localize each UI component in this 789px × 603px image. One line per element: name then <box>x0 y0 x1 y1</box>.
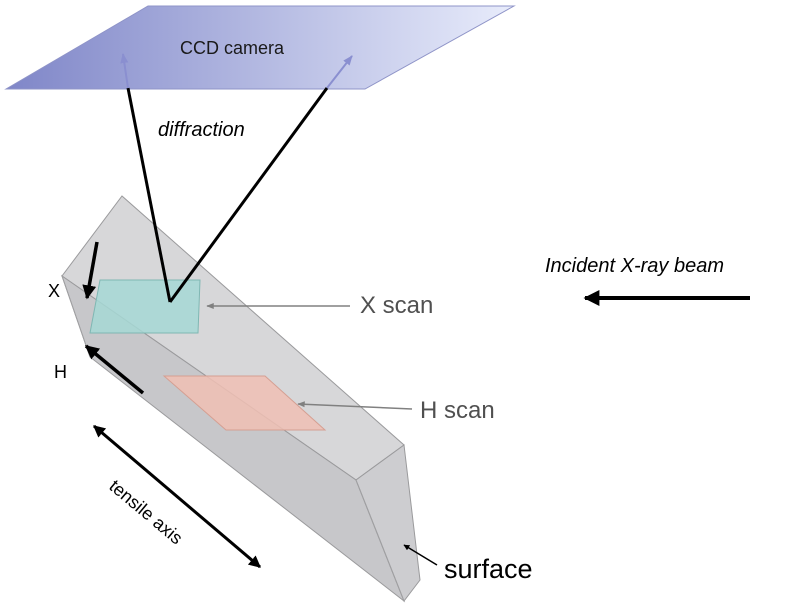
h-direction-arrow <box>84 344 145 395</box>
specimen-edge <box>61 275 91 358</box>
h-axis-label: H <box>54 362 67 382</box>
diffraction-ray-right <box>168 87 329 303</box>
x-scan-region <box>89 279 201 334</box>
surface-leader <box>403 544 438 566</box>
surface-label: surface <box>444 554 533 584</box>
x-scan-label: X scan <box>360 292 433 319</box>
diffraction-ray-right-extension <box>326 55 353 89</box>
x-direction-arrow <box>82 241 99 300</box>
specimen-edge <box>355 479 405 602</box>
tensile-axis-arrow <box>93 424 261 569</box>
incident-beam-label: Incident X-ray beam <box>545 255 724 277</box>
h-scan-leader <box>297 401 413 410</box>
x-axis-label: X <box>48 281 60 301</box>
h-scan-label: H scan <box>420 397 495 424</box>
diffraction-ray-left-extension <box>120 53 129 89</box>
tensile-axis-label: tensile axis <box>105 476 186 549</box>
diffraction-label: diffraction <box>158 119 245 141</box>
h-scan-region <box>162 375 327 431</box>
ccd-camera-label: CCD camera <box>180 38 285 58</box>
diffraction-ray-left <box>126 87 172 303</box>
ccd-camera-plane <box>4 5 516 90</box>
